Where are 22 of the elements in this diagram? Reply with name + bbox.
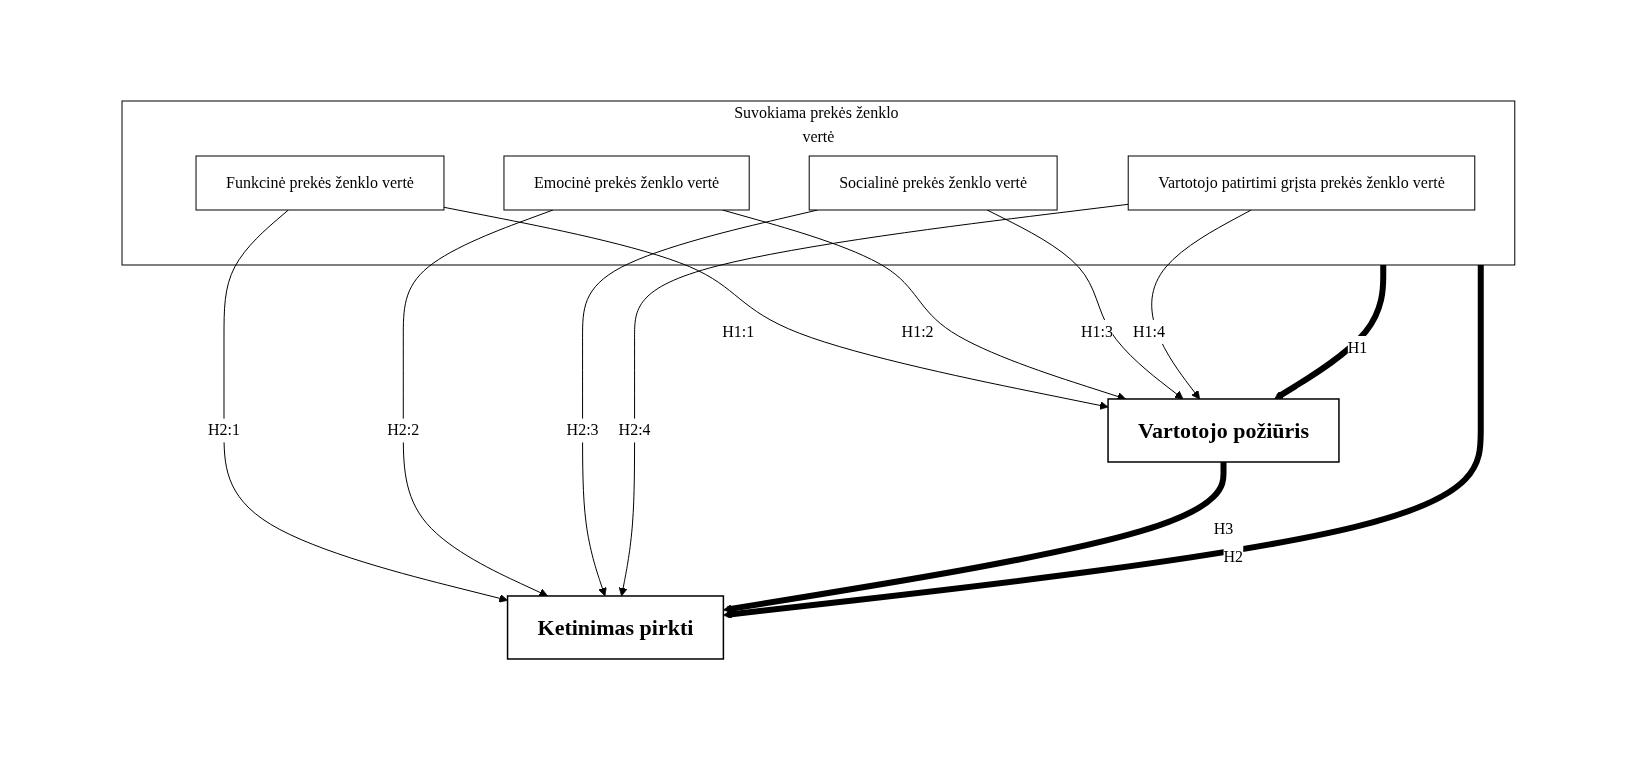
arrow (618, 203, 1129, 597)
arrow (723, 265, 1484, 619)
arrow (723, 462, 1227, 614)
edge-label: H1:3 (1080, 322, 1113, 340)
arrow (1274, 265, 1387, 400)
node-box: Emocinė prekės ženklo vertė (503, 155, 750, 211)
edge-label: H1:4 (1132, 322, 1165, 340)
edge-label: H2:3 (566, 421, 599, 439)
edge-label: H1:2 (901, 322, 934, 340)
edge-label: H2 (1223, 548, 1244, 566)
node-box: Ketinimas pirkti (506, 595, 725, 660)
node-box: Funkcinė prekės ženklo vertė (195, 155, 445, 211)
edge-label: H2:4 (618, 421, 651, 439)
edge-label: H2:2 (387, 421, 420, 439)
edge-label: H1:1 (722, 322, 755, 340)
edge-label: H3 (1213, 519, 1234, 537)
node-box: Vartotojo požiūris (1107, 398, 1340, 463)
node-box: Vartotojo patirtimi grįsta prekės ženklo vertė (1127, 155, 1476, 211)
arrow (443, 206, 1109, 410)
edge-label: H1 (1347, 338, 1368, 356)
node-box: Socialinė prekės ženklo vertė (808, 155, 1058, 211)
edge-label: H2:1 (208, 421, 241, 439)
